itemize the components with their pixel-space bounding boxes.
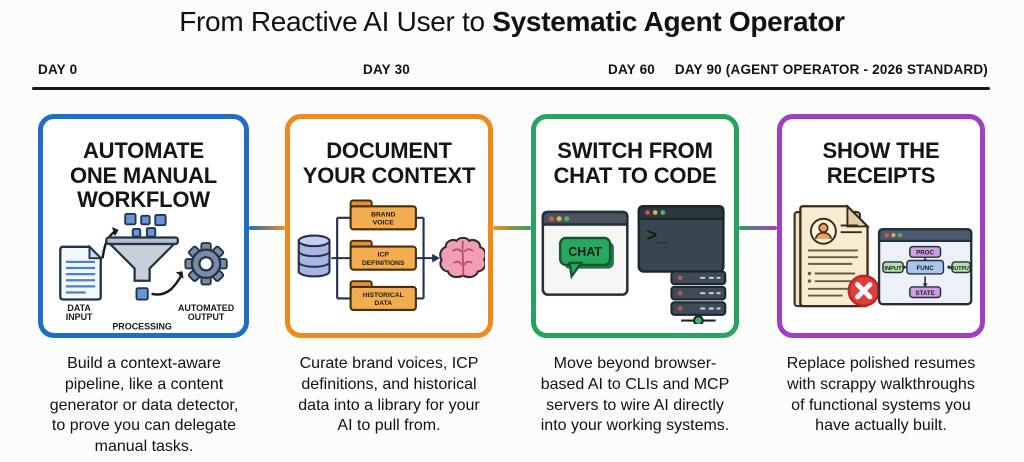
chat-code-diagram: CHAT >_ bbox=[541, 204, 727, 324]
arrow-processing-to-output bbox=[150, 271, 183, 296]
svg-text:HISTORICAL: HISTORICAL bbox=[363, 292, 404, 299]
label-automated-output-2: OUTPUT bbox=[187, 312, 224, 322]
card4-illustration: PROC INPUT FUNC OUTPUT STATE bbox=[782, 188, 980, 333]
branch-lines-left bbox=[331, 216, 351, 300]
timeline-axis bbox=[32, 87, 990, 90]
gear-icon bbox=[183, 242, 228, 286]
svg-text:VOICE: VOICE bbox=[373, 219, 394, 226]
flow-node-bottom: STATE bbox=[915, 290, 935, 297]
label-processing: PROCESSING bbox=[112, 321, 172, 331]
card-chat-to-code: SWITCH FROM CHAT TO CODE CHAT bbox=[531, 114, 739, 338]
card1-title: AUTOMATE ONE MANUAL WORKFLOW bbox=[69, 138, 218, 213]
document-icon bbox=[58, 244, 103, 301]
flow-node-right: OUTPUT bbox=[950, 266, 972, 272]
card-show-receipts: SHOW THE RECEIPTS bbox=[777, 114, 985, 338]
branch-lines-right bbox=[415, 216, 440, 300]
card4-title: SHOW THE RECEIPTS bbox=[822, 138, 940, 188]
browser-chat-icon: CHAT bbox=[541, 210, 629, 296]
folder-historical-data: HISTORICAL DATA bbox=[349, 279, 417, 311]
timeline-day60: DAY 60 bbox=[608, 62, 655, 77]
network-node-dot bbox=[692, 314, 704, 324]
receipts-diagram: PROC INPUT FUNC OUTPUT STATE bbox=[793, 203, 973, 307]
svg-text:DATA: DATA bbox=[374, 300, 392, 307]
processed-square bbox=[135, 287, 149, 301]
server-stack-icon bbox=[670, 270, 727, 324]
svg-text:BRAND: BRAND bbox=[371, 211, 395, 218]
timeline-day90: DAY 90 (AGENT OPERATOR - 2026 STANDARD) bbox=[674, 62, 988, 77]
card-document-context: DOCUMENT YOUR CONTEXT BRAND VOICE I bbox=[285, 114, 493, 338]
svg-text:ICP: ICP bbox=[378, 251, 390, 258]
svg-text:DEFINITIONS: DEFINITIONS bbox=[362, 259, 405, 266]
flow-node-left: INPUT bbox=[884, 266, 902, 272]
card3-illustration: CHAT >_ bbox=[536, 188, 734, 333]
card3-title: SWITCH FROM CHAT TO CODE bbox=[553, 138, 717, 188]
card1-illustration: DATA INPUT PROCESSING AUTOMATED OUTPUT bbox=[43, 212, 244, 339]
card-automate-workflow: AUTOMATE ONE MANUAL WORKFLOW bbox=[38, 114, 249, 338]
flow-node-top: PROC bbox=[916, 249, 935, 256]
page-title: From Reactive AI User to Systematic Agen… bbox=[0, 6, 1024, 38]
terminal-prompt: >_ bbox=[647, 223, 669, 244]
caption-card4: Replace polished resumes with scrappy wa… bbox=[786, 355, 976, 435]
caption-card2: Curate brand voices, ICP definitions, an… bbox=[298, 355, 480, 435]
pipeline-diagram: DATA INPUT PROCESSING AUTOMATED OUTPUT bbox=[58, 212, 234, 331]
page-title-normal: From Reactive AI User to bbox=[179, 6, 493, 37]
context-library-diagram: BRAND VOICE ICP DEFINITIONS HISTORICAL D… bbox=[297, 199, 485, 311]
connector-card2-card3 bbox=[493, 226, 531, 230]
funnel-icon bbox=[104, 236, 179, 282]
connector-card3-card4 bbox=[739, 226, 777, 230]
folder-brand-voice: BRAND VOICE bbox=[349, 199, 417, 231]
label-data-input-2: INPUT bbox=[65, 312, 92, 322]
data-squares bbox=[123, 212, 167, 238]
caption-card3: Move beyond browser- based AI to CLIs an… bbox=[540, 355, 730, 435]
page-title-bold: Systematic Agent Operator bbox=[492, 6, 845, 37]
brain-icon bbox=[439, 236, 485, 278]
chat-bubble-label: CHAT bbox=[568, 245, 602, 259]
database-icon bbox=[297, 234, 331, 278]
timeline-day30: DAY 30 bbox=[363, 62, 410, 77]
card2-title: DOCUMENT YOUR CONTEXT bbox=[302, 138, 476, 188]
label-data-input-1: DATA bbox=[67, 303, 91, 313]
terminal-icon: >_ bbox=[637, 204, 725, 273]
card2-illustration: BRAND VOICE ICP DEFINITIONS HISTORICAL D… bbox=[290, 188, 488, 333]
caption-card1: Build a context-aware pipeline, like a c… bbox=[49, 355, 239, 456]
label-automated-output-1: AUTOMATED bbox=[177, 303, 234, 313]
timeline-day0: DAY 0 bbox=[38, 62, 78, 77]
error-x-badge bbox=[847, 274, 880, 307]
folder-icp-definitions: ICP DEFINITIONS bbox=[349, 239, 417, 271]
flowchart-window-icon: PROC INPUT FUNC OUTPUT STATE bbox=[877, 227, 973, 305]
flow-node-center: FUNC bbox=[916, 265, 934, 272]
connector-card1-card2 bbox=[249, 226, 285, 230]
